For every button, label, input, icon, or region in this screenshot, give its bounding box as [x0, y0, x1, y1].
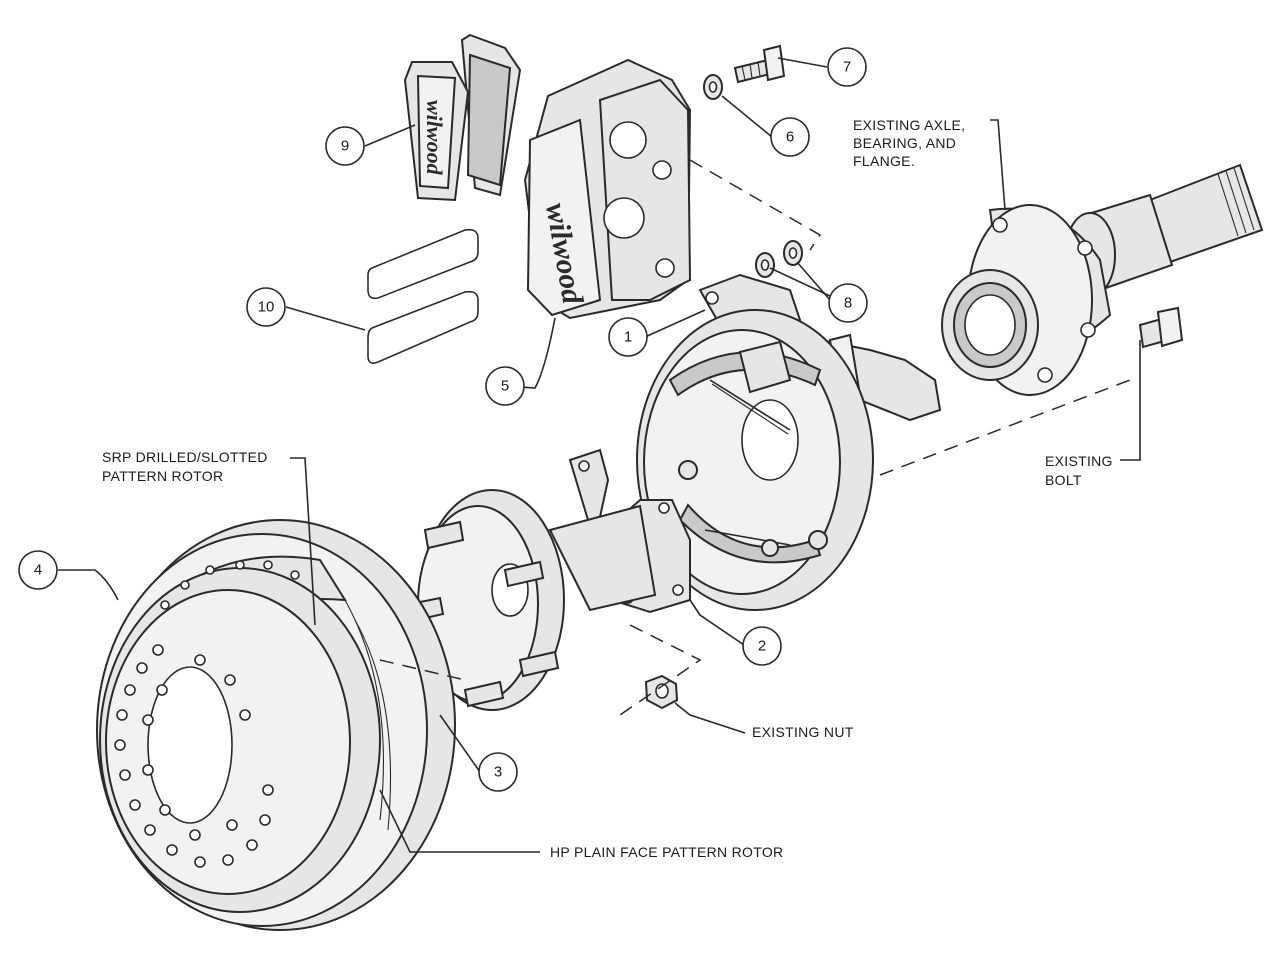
- svg-text:1: 1: [624, 329, 632, 346]
- callout-1: 1: [608, 317, 648, 357]
- existing-axle-flange: [941, 163, 1264, 396]
- leader-lines: [58, 57, 1141, 853]
- svg-text:7: 7: [843, 59, 851, 76]
- label-hp-rotor: HP PLAIN FACE PATTERN ROTOR: [550, 844, 783, 860]
- svg-text:10: 10: [258, 299, 275, 316]
- svg-text:BOLT: BOLT: [1045, 472, 1082, 488]
- assembly-center-lines: [379, 159, 1131, 716]
- label-existing-nut: EXISTING NUT: [752, 724, 854, 740]
- svg-text:2: 2: [758, 638, 766, 655]
- svg-text:EXISTING AXLE,: EXISTING AXLE,: [853, 117, 965, 133]
- svg-text:6: 6: [786, 129, 794, 146]
- svg-text:4: 4: [34, 562, 42, 579]
- washer-6: [703, 74, 723, 100]
- brake-pads: wilwood: [403, 33, 522, 202]
- caliper-bolt: [733, 44, 786, 84]
- svg-text:9: 9: [341, 138, 349, 155]
- callout-10: 10: [246, 287, 286, 327]
- svg-text:EXISTING NUT: EXISTING NUT: [752, 724, 854, 740]
- svg-text:HP PLAIN FACE PATTERN ROTOR: HP PLAIN FACE PATTERN ROTOR: [550, 844, 783, 860]
- svg-text:EXISTING: EXISTING: [1045, 453, 1113, 469]
- callout-3: 3: [478, 752, 518, 792]
- svg-text:3: 3: [494, 764, 502, 781]
- existing-nut: [644, 674, 679, 710]
- washers-8: [755, 240, 803, 278]
- svg-text:SRP DRILLED/SLOTTED: SRP DRILLED/SLOTTED: [102, 449, 268, 465]
- existing-bolt: [1138, 306, 1184, 349]
- callout-8: 8: [828, 283, 868, 323]
- callout-6: 6: [770, 117, 810, 157]
- pad-retainer-clips: [367, 228, 479, 364]
- svg-text:8: 8: [844, 295, 852, 312]
- pad-logo: wilwood: [422, 100, 447, 176]
- rotor-drill-holes: [114, 560, 300, 868]
- hub-flange: [403, 489, 657, 711]
- svg-text:BEARING, AND: BEARING, AND: [853, 135, 956, 151]
- callout-5: 5: [485, 366, 525, 406]
- svg-text:PATTERN ROTOR: PATTERN ROTOR: [102, 468, 223, 484]
- callout-9: 9: [325, 126, 365, 166]
- callout-2: 2: [742, 626, 782, 666]
- brake-rotor: [96, 519, 456, 931]
- label-existing-bolt: EXISTING BOLT: [1045, 453, 1113, 488]
- svg-text:FLANGE.: FLANGE.: [853, 153, 915, 169]
- label-existing-axle: EXISTING AXLE, BEARING, AND FLANGE.: [853, 117, 965, 169]
- svg-text:5: 5: [501, 378, 509, 395]
- caliper: wilwood: [523, 58, 692, 320]
- label-srp-rotor: SRP DRILLED/SLOTTED PATTERN ROTOR: [102, 449, 268, 484]
- callout-7: 7: [827, 47, 867, 87]
- parking-brake-assembly: [636, 309, 874, 611]
- callout-4: 4: [18, 550, 58, 590]
